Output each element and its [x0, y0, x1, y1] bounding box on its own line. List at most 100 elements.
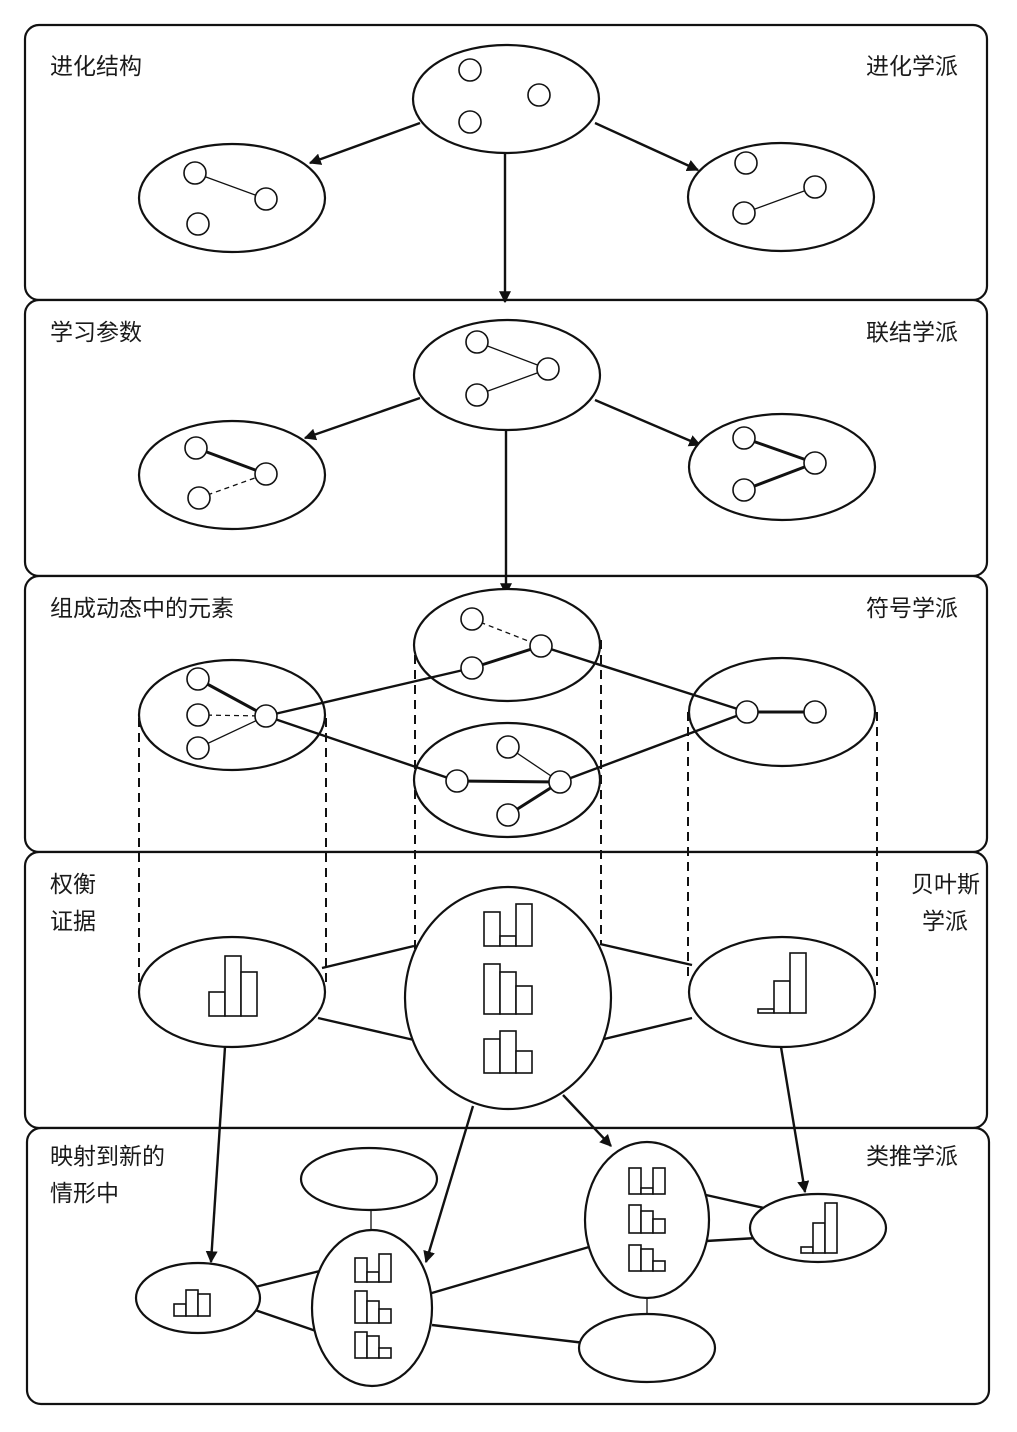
arrow-right-1 — [594, 121, 700, 172]
histogram-bar — [366, 1335, 380, 1359]
histogram-bar — [640, 1210, 654, 1234]
node — [187, 486, 211, 510]
panel-5-left-label: 映射到新的情形中 — [50, 1144, 165, 1207]
histogram-bar — [354, 1331, 368, 1359]
arrow-left-2 — [303, 396, 421, 441]
edge — [743, 186, 816, 214]
node — [184, 436, 208, 460]
similarity-link — [431, 1323, 586, 1345]
histograms — [208, 903, 807, 1074]
histogram-bar — [483, 1038, 501, 1074]
histogram-bar — [483, 963, 501, 1015]
evolution-graphs — [137, 43, 876, 304]
node — [803, 451, 827, 475]
analogizer-graphs — [134, 1140, 888, 1388]
strong-edge — [743, 436, 816, 465]
dependency-link — [599, 1016, 693, 1042]
histogram-bar — [378, 1347, 392, 1359]
panel-5-right-label: 类推学派 — [866, 1144, 958, 1170]
histogram-bar — [354, 1290, 368, 1324]
arrow-right-2 — [594, 398, 702, 447]
node — [496, 803, 520, 827]
node — [732, 426, 756, 450]
histogram-bar — [652, 1167, 666, 1195]
population-ellipse — [411, 43, 601, 155]
projection-lines — [138, 640, 878, 985]
node — [186, 667, 210, 691]
arrow-map-4 — [779, 1046, 810, 1194]
strong-edge — [471, 644, 542, 670]
strong-edge — [456, 779, 561, 784]
histogram-bar — [515, 985, 533, 1015]
histogram-bar — [208, 991, 226, 1017]
edge — [194, 172, 267, 200]
arrow-map-1 — [205, 1046, 227, 1264]
case-ellipse-empty-top — [299, 1146, 439, 1212]
composition-link — [265, 714, 458, 783]
histogram-bar — [378, 1308, 392, 1324]
variant-ellipse-left — [137, 142, 327, 254]
symbolist-graphs — [137, 587, 877, 839]
arrow-map-2 — [423, 1105, 475, 1264]
histogram-bar — [173, 1303, 187, 1317]
histogram-bar — [499, 1030, 517, 1074]
histogram-bar — [757, 1008, 775, 1014]
node — [732, 478, 756, 502]
histogram-bar — [824, 1202, 838, 1254]
node — [536, 357, 560, 381]
weak-edge — [471, 618, 542, 647]
panel-analogizer — [25, 1126, 991, 1406]
weights-ellipse-left — [137, 419, 327, 531]
dependency-link — [317, 1016, 415, 1042]
panel-3-right-label: 符号学派 — [866, 596, 958, 622]
histogram-bar — [366, 1271, 380, 1283]
node — [460, 656, 484, 680]
panel-1-right-label: 进化学派 — [866, 54, 958, 80]
composition-link — [540, 644, 748, 714]
node — [529, 634, 553, 658]
composition-link — [559, 710, 748, 784]
similarity-link — [424, 1245, 590, 1297]
node — [458, 110, 482, 134]
node — [183, 161, 207, 185]
rule-ellipse-top — [412, 587, 602, 703]
histogram-bar — [628, 1204, 642, 1234]
connectionist-graphs — [137, 318, 877, 596]
similarity-link — [254, 1308, 317, 1333]
variant-ellipse-right — [686, 141, 876, 253]
node — [465, 330, 489, 354]
dependency-link — [599, 942, 693, 967]
bayesian-graphs — [137, 885, 877, 1111]
histogram-bar — [515, 1050, 533, 1074]
node — [460, 607, 484, 631]
panel-3-left-label: 组成动态中的元素 — [50, 596, 234, 622]
network-ellipse — [412, 318, 602, 432]
histogram-bar — [800, 1246, 814, 1254]
node — [254, 187, 278, 211]
node — [803, 175, 827, 199]
strong-edge — [197, 677, 267, 718]
histogram-bar — [240, 971, 258, 1017]
similarity-link — [705, 1193, 765, 1210]
node — [735, 700, 759, 724]
histogram-bar — [640, 1248, 654, 1272]
histogram-bar — [789, 952, 807, 1014]
histogram-bar — [483, 911, 501, 947]
node — [186, 736, 210, 760]
panel-2-right-label: 联结学派 — [866, 320, 958, 346]
node — [186, 212, 210, 236]
dependency-link — [321, 944, 415, 970]
histogram-bar — [197, 1293, 211, 1317]
node — [254, 704, 278, 728]
node — [496, 735, 520, 759]
composition-link — [265, 666, 473, 718]
histogram-bar — [224, 955, 242, 1017]
histogram-bar — [354, 1257, 368, 1283]
histogram-bar — [628, 1244, 642, 1272]
edge — [476, 368, 549, 396]
histogram-bar — [640, 1187, 654, 1195]
histogram-bar — [652, 1218, 666, 1234]
similarity-link — [254, 1269, 321, 1289]
panel-1-left-label: 进化结构 — [50, 54, 142, 80]
